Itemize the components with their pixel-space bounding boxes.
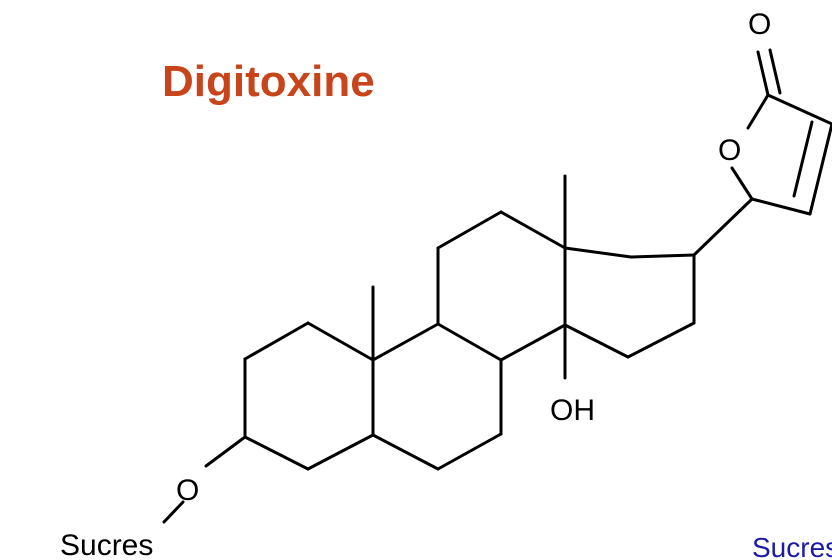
ring-oxygen-label: O <box>718 134 741 167</box>
bond-ether-2 <box>162 500 185 524</box>
bond-e5 <box>730 166 754 201</box>
bond-e3 <box>766 93 832 126</box>
bond-d2 <box>629 253 696 259</box>
diagram-title: Digitoxine <box>162 57 375 106</box>
bond-b5 <box>371 322 440 362</box>
bond-a5 <box>243 321 310 361</box>
bond-c2 <box>436 210 503 250</box>
corner-note: Sucres <box>752 532 832 560</box>
ether-oxygen-label: O <box>176 474 199 507</box>
bond-e2-double <box>792 120 814 198</box>
bond-b4 <box>436 322 503 362</box>
bond-e4 <box>746 93 770 130</box>
bond-d1 <box>563 246 633 259</box>
bond-carbonyl-2 <box>768 48 782 95</box>
bond-carbonyl-1 <box>756 50 770 97</box>
bond-ring-d-to-lactone <box>692 197 754 257</box>
bond-a1 <box>243 435 310 471</box>
bond-skeleton <box>162 48 832 524</box>
substituent-label: Sucres <box>60 529 153 560</box>
bond-c3 <box>499 210 567 250</box>
bond-d5 <box>563 323 630 359</box>
bond-c5 <box>499 323 567 362</box>
bond-b1 <box>371 433 440 471</box>
carbonyl-oxygen-label: O <box>748 8 771 41</box>
bond-d4 <box>626 321 696 359</box>
bond-a4 <box>306 321 375 362</box>
bond-a2 <box>306 433 375 471</box>
bond-e1 <box>750 197 812 216</box>
hydroxyl-label: OH <box>550 394 595 427</box>
bond-b2 <box>436 432 503 471</box>
bond-ether-1 <box>204 435 247 468</box>
bond-e2 <box>808 122 832 216</box>
